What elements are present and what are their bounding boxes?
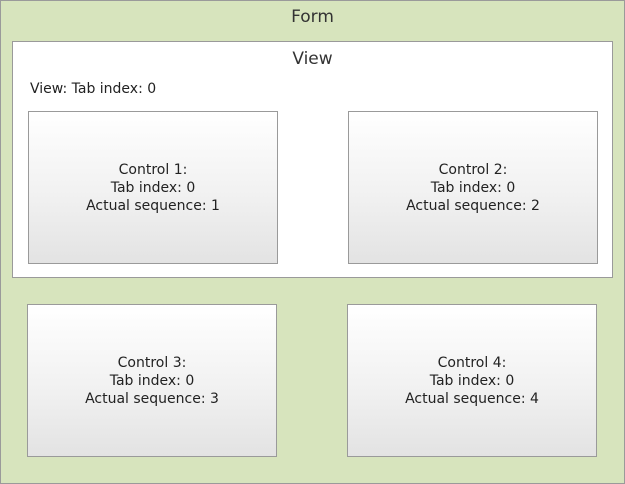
control-1-sequence: Actual sequence: 1 — [86, 197, 220, 214]
view-container: View View: Tab index: 0 Control 1: Tab i… — [12, 41, 613, 278]
control-2-sequence: Actual sequence: 2 — [406, 197, 540, 214]
control-2-tab-index: Tab index: 0 — [430, 179, 516, 196]
view-tab-index-label: View: Tab index: 0 — [30, 81, 157, 97]
control-1-tab-index: Tab index: 0 — [110, 179, 196, 196]
control-3-tab-index: Tab index: 0 — [109, 372, 195, 389]
control-4-box: Control 4: Tab index: 0 Actual sequence:… — [347, 304, 597, 457]
control-4-sequence: Actual sequence: 4 — [405, 390, 539, 407]
control-3-name: Control 3: — [117, 354, 187, 371]
form-title: Form — [291, 7, 334, 27]
control-3-sequence: Actual sequence: 3 — [85, 390, 219, 407]
control-4-name: Control 4: — [437, 354, 507, 371]
control-4-tab-index: Tab index: 0 — [429, 372, 515, 389]
control-1-name: Control 1: — [118, 161, 188, 178]
view-title: View — [292, 49, 333, 69]
control-2-box: Control 2: Tab index: 0 Actual sequence:… — [348, 111, 598, 264]
control-3-box: Control 3: Tab index: 0 Actual sequence:… — [27, 304, 277, 457]
control-1-box: Control 1: Tab index: 0 Actual sequence:… — [28, 111, 278, 264]
control-2-name: Control 2: — [438, 161, 508, 178]
